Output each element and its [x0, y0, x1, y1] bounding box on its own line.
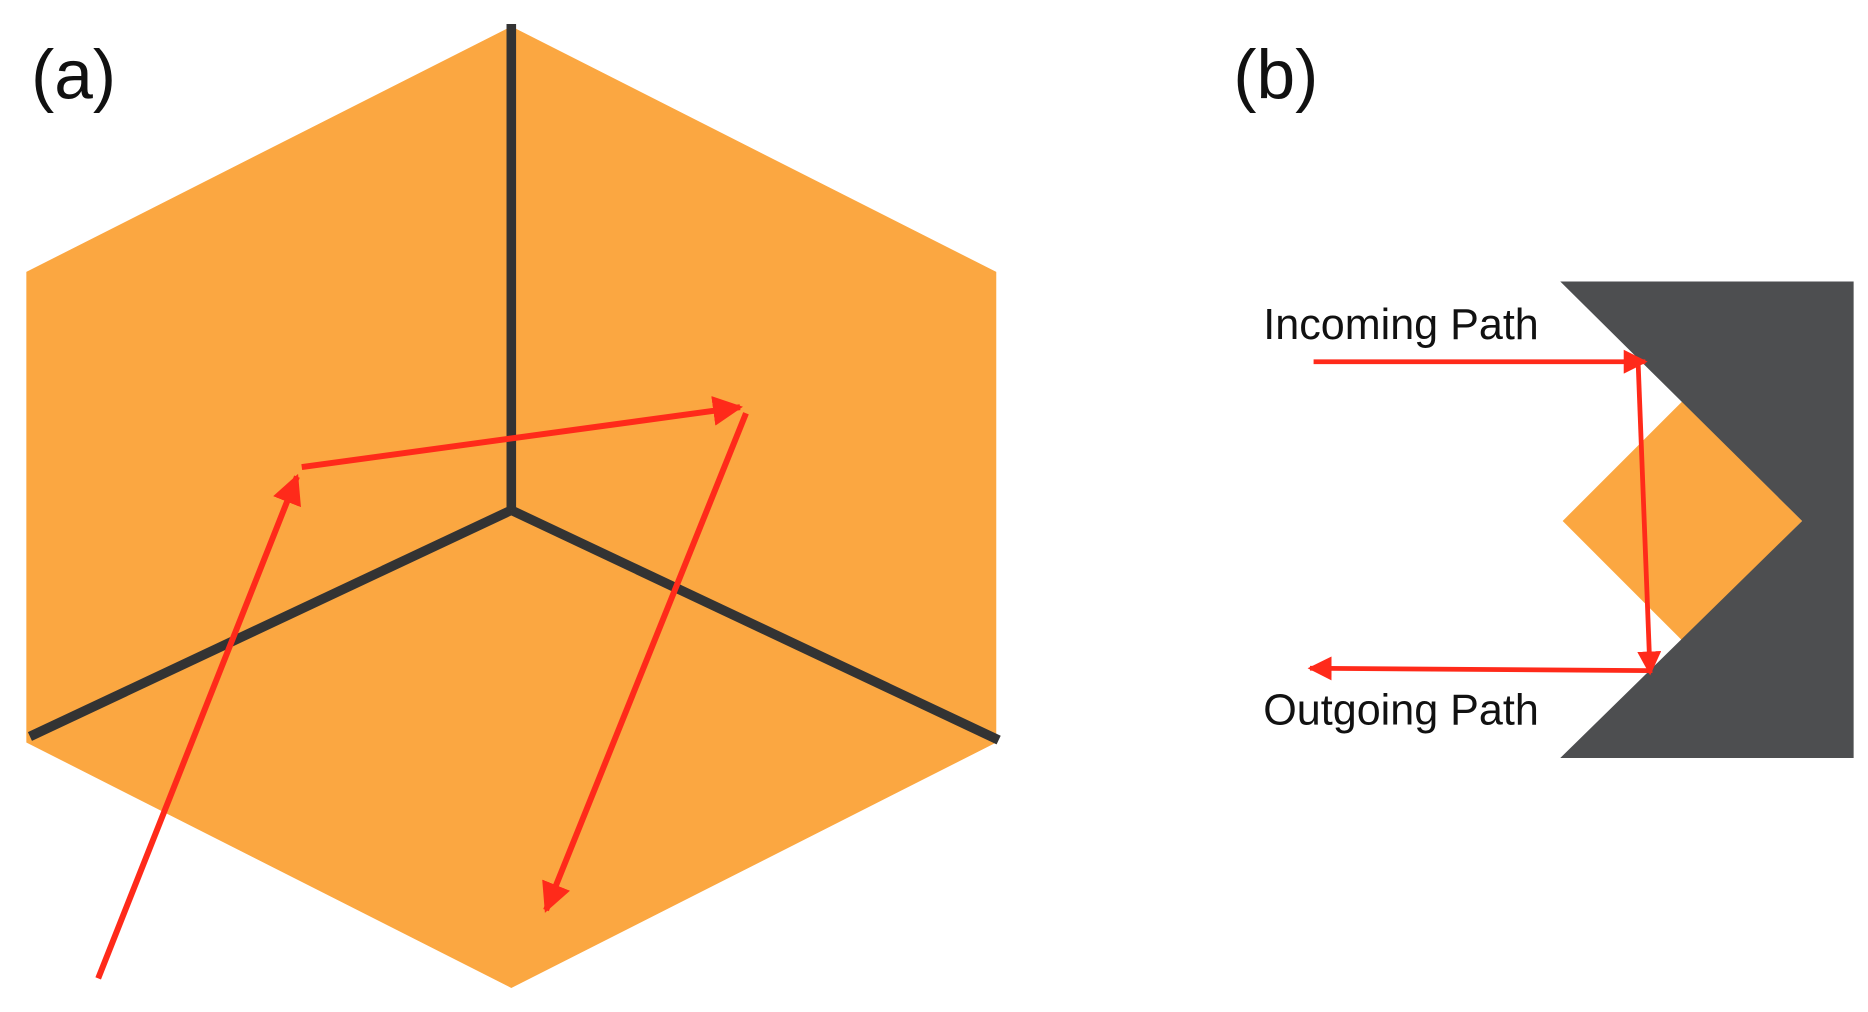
ray-reflected-arrow	[301, 396, 743, 471]
ray-outgoing-arrow	[542, 412, 749, 913]
grain-boundaries	[27, 24, 1001, 745]
boundary-right	[509, 505, 1001, 745]
panel-b-label: (b)	[1233, 35, 1318, 113]
outgoing-arrow	[1307, 656, 1651, 681]
outgoing-path-label: Outgoing Path	[1263, 687, 1539, 735]
reflector-block	[1560, 281, 1854, 759]
panel-a-label: (a)	[31, 35, 116, 113]
ray-path-a	[95, 396, 749, 980]
vertical-arrow	[1635, 361, 1662, 676]
ray-path-b	[1307, 349, 1662, 681]
incoming-path-label: Incoming Path	[1263, 301, 1538, 349]
panel-a: (a)	[26, 24, 1001, 988]
ray-incoming-arrow	[95, 473, 301, 980]
boundary-left	[27, 505, 514, 741]
panel-b: (b) Incoming Path Outgoing Path	[1233, 35, 1854, 759]
